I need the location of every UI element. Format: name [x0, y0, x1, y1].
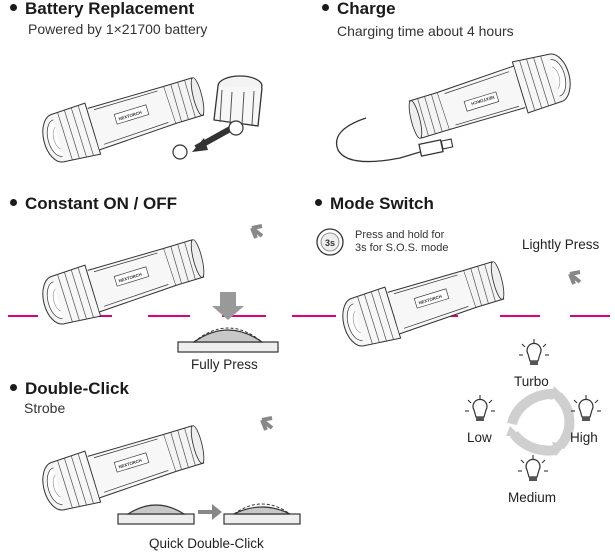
flashlight-constant: [36, 236, 211, 330]
constant-on-off-title: Constant ON / OFF: [10, 194, 177, 214]
flashlight-charge: [402, 48, 577, 142]
mode-low-label: Low: [467, 430, 492, 445]
battery-subtitle: Powered by 1×21700 battery: [28, 21, 208, 37]
tail-switch-pressed: [177, 327, 279, 353]
usb-cable: [336, 117, 454, 163]
sequence-arrow: [198, 504, 222, 520]
mode-turbo-label: Turbo: [514, 374, 549, 389]
quick-double-click-label: Quick Double-Click: [149, 536, 264, 551]
double-press-arrow: [260, 416, 274, 431]
turbo-bulb-icon: [518, 338, 550, 366]
charge-subtitle: Charging time about 4 hours: [337, 23, 514, 39]
press-arrow: [250, 224, 264, 239]
medium-bulb-icon: [517, 454, 549, 482]
mode-switch-title: Mode Switch: [315, 194, 434, 214]
plus-icon: [172, 144, 188, 160]
charge-title: Charge: [322, 0, 396, 19]
mode-high-label: High: [570, 430, 598, 445]
double-click-title: Double-Click: [10, 379, 129, 399]
fully-press-label: Fully Press: [191, 357, 258, 372]
hold-3s-icon: [316, 228, 344, 256]
tail-switch-click-2: [223, 503, 301, 525]
lightly-press-label: Lightly Press: [522, 237, 600, 252]
light-press-arrow: [568, 270, 582, 285]
battery-replacement-title: Battery Replacement: [10, 0, 194, 19]
low-bulb-icon: [464, 394, 496, 422]
hold-3s-label: 3s: [325, 238, 335, 248]
mode-medium-label: Medium: [508, 490, 557, 505]
minus-icon: [228, 120, 244, 136]
flashlight-mode: [336, 258, 511, 352]
double-click-subtitle: Strobe: [24, 400, 66, 416]
flashlight-double-click: [36, 422, 211, 516]
high-bulb-icon: [570, 394, 602, 422]
battery-arrow: [192, 125, 234, 152]
tail-switch-click-1: [117, 504, 195, 525]
fully-press-arrow: [212, 292, 244, 320]
battery-cap: [213, 75, 263, 127]
mode-cycle-ring: [506, 386, 575, 456]
